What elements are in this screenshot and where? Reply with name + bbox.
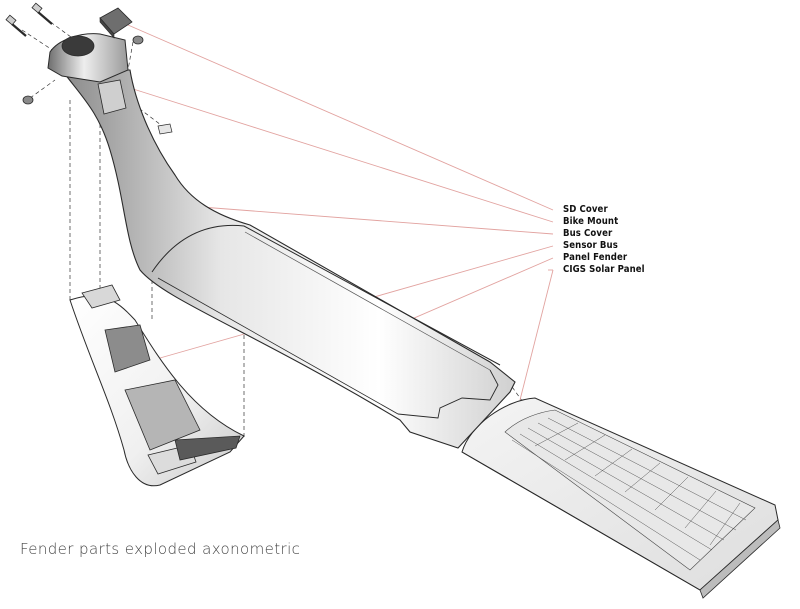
solar-cells xyxy=(504,409,756,571)
figure-caption: Fender parts exploded axonometric xyxy=(20,540,301,558)
sensor-bus xyxy=(69,284,245,487)
label-bike-mount: Bike Mount xyxy=(563,216,619,227)
bolts xyxy=(5,2,144,105)
sd-cover xyxy=(99,7,133,39)
label-bus-cover: Bus Cover xyxy=(563,228,613,239)
label-panel-fender: Panel Fender xyxy=(563,252,628,263)
leader-lines xyxy=(127,24,554,401)
panel-fender xyxy=(60,69,516,449)
label-cigs-solar-panel: CIGS Solar Panel xyxy=(563,264,645,275)
solar-cell-grid xyxy=(511,417,747,561)
cigs-solar-panel xyxy=(461,397,781,599)
tab-piece xyxy=(157,123,173,135)
bike-mount xyxy=(47,33,129,115)
label-sd-cover: SD Cover xyxy=(563,204,608,215)
label-sensor-bus: Sensor Bus xyxy=(563,240,618,251)
